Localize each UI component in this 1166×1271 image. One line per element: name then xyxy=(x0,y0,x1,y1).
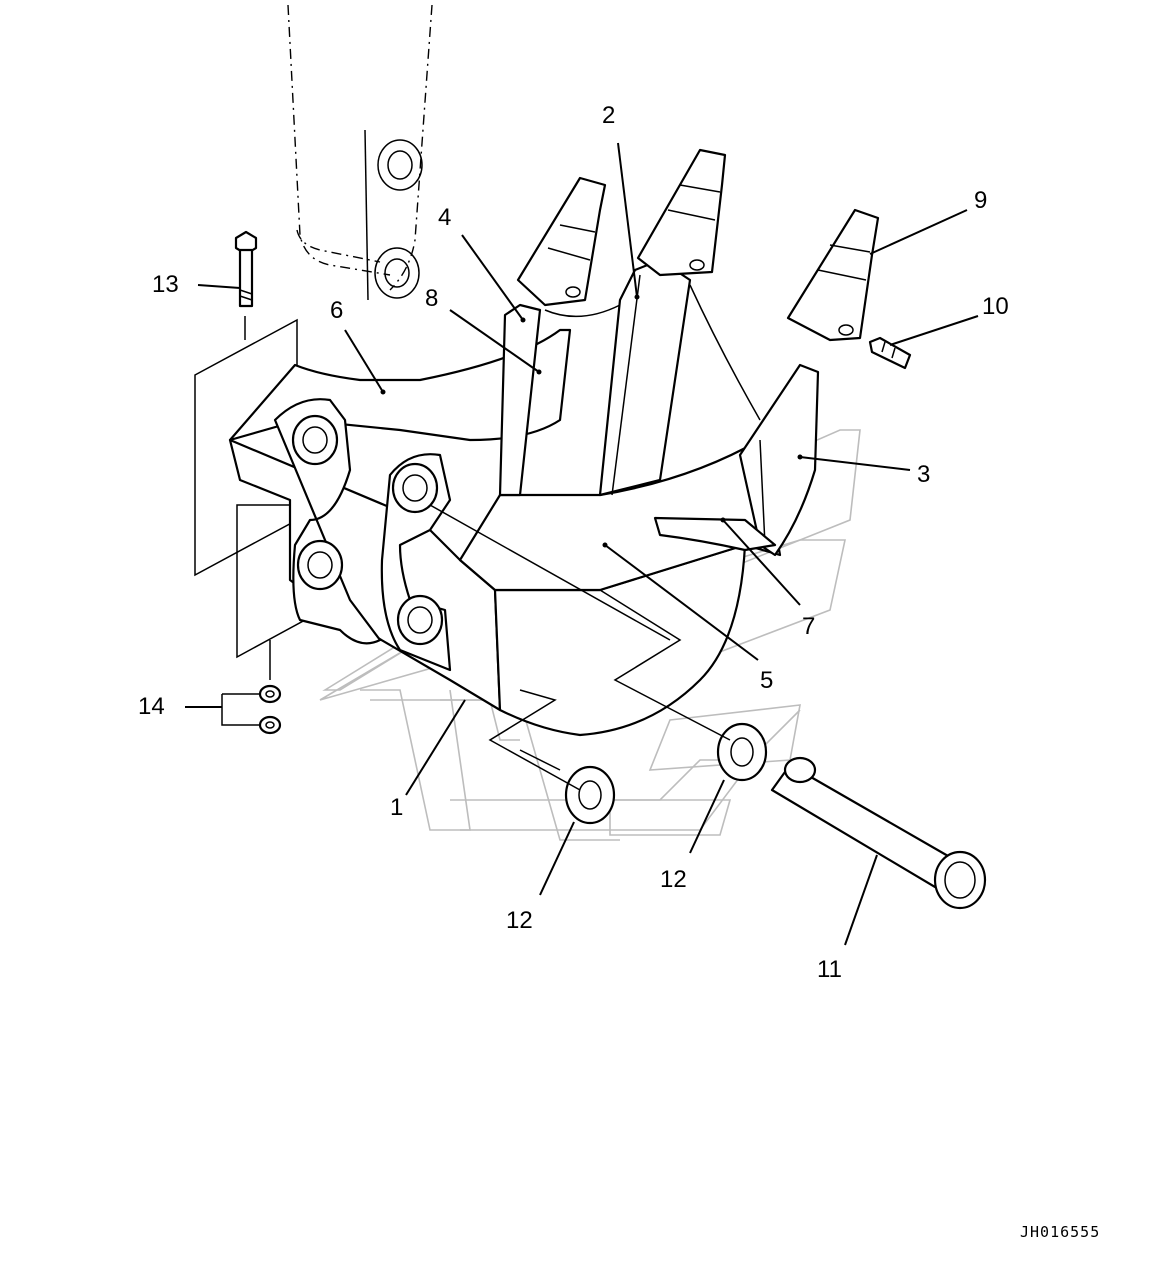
callout-6: 6 xyxy=(330,297,343,324)
callout-14: 14 xyxy=(138,693,165,720)
callout-12b: 12 xyxy=(660,866,687,893)
callout-9: 9 xyxy=(974,187,987,214)
callout-8: 8 xyxy=(425,285,438,312)
callout-4: 4 xyxy=(438,204,451,231)
nut-14 xyxy=(221,684,282,735)
leader-lines xyxy=(185,142,979,946)
tooth-pin-10 xyxy=(868,336,912,370)
callout-2: 2 xyxy=(602,102,615,129)
callout-3: 3 xyxy=(917,461,930,488)
callout-1: 1 xyxy=(390,794,403,821)
callout-5: 5 xyxy=(760,667,773,694)
linkage-bosses xyxy=(273,398,452,672)
bucket-teeth xyxy=(516,148,880,342)
callout-11: 11 xyxy=(817,956,842,983)
arm-outline xyxy=(287,4,433,301)
bolt-13 xyxy=(234,230,258,308)
callout-7: 7 xyxy=(802,613,815,640)
callout-12a: 12 xyxy=(506,907,533,934)
leader-dots xyxy=(380,294,803,548)
pin-11 xyxy=(770,756,987,910)
shim-12 xyxy=(564,722,768,825)
callout-13: 13 xyxy=(152,271,179,298)
drawing-code: JH016555 xyxy=(1020,1223,1100,1241)
callout-10: 10 xyxy=(982,293,1009,320)
